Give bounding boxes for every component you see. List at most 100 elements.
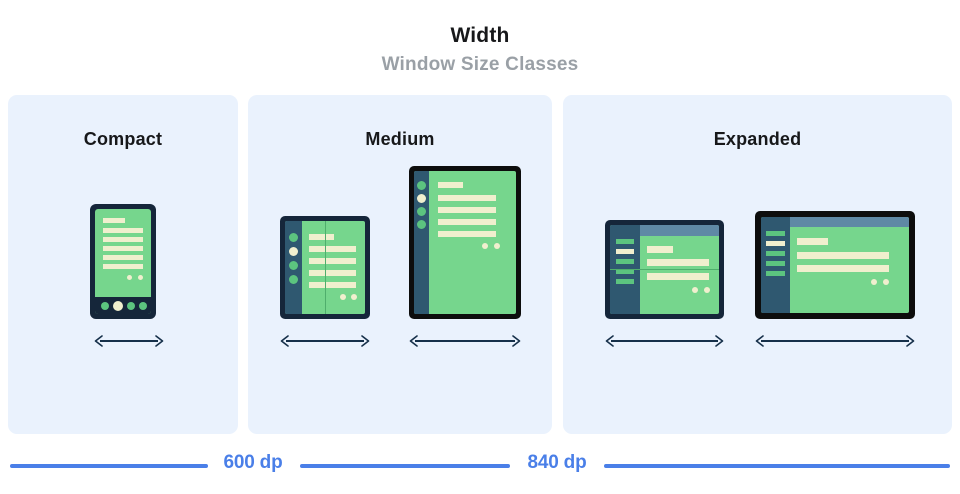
content-dot (704, 287, 710, 293)
drawer-item[interactable] (766, 251, 785, 256)
content-dot (351, 294, 357, 300)
arrow-head-left-icon (605, 335, 614, 347)
navigation-rail (414, 171, 429, 314)
rail-item-icon[interactable] (417, 207, 426, 216)
panel-expanded: Expanded (563, 95, 952, 434)
device-foldable-landscape (605, 220, 724, 319)
content-line (438, 231, 496, 237)
scale-line-segment (604, 464, 950, 468)
nav-item-icon[interactable] (127, 302, 135, 310)
panel-compact: Compact (8, 95, 238, 434)
tablet-screen (414, 171, 516, 314)
content-dot (494, 243, 500, 249)
content-line (103, 264, 143, 269)
panel-title-medium: Medium (365, 129, 435, 149)
bottom-navigation-bar (95, 297, 151, 314)
rail-item-icon[interactable] (289, 275, 298, 284)
breakpoint-label-840: 840 dp (527, 452, 587, 473)
content-line (309, 234, 334, 240)
device-tablet-portrait (409, 166, 521, 319)
content-line (438, 219, 496, 225)
arrow-head-right-icon (361, 335, 370, 347)
content-line (309, 270, 356, 276)
drawer-item[interactable] (766, 271, 785, 276)
panel-title-expanded: Expanded (713, 129, 802, 149)
phone-screen (95, 209, 151, 314)
content-line (647, 246, 673, 253)
width-arrow-tablet-landscape (755, 334, 915, 348)
arrow-shaft (286, 340, 364, 342)
content-dot (138, 275, 143, 280)
arrow-head-left-icon (280, 335, 289, 347)
drawer-item[interactable] (616, 269, 634, 274)
drawer-item[interactable] (616, 239, 634, 244)
fold-crease (325, 221, 326, 314)
device-phone-portrait (90, 204, 156, 319)
content-line (309, 258, 356, 264)
content-dot (340, 294, 346, 300)
content-line (438, 182, 463, 188)
width-arrow-foldable-landscape (605, 334, 724, 348)
nav-item-icon-selected[interactable] (113, 301, 123, 311)
drawer-item[interactable] (616, 259, 634, 264)
size-class-panels: Compact (0, 95, 960, 435)
content-line (103, 246, 143, 251)
content-dot (883, 279, 889, 285)
drawer-item[interactable] (766, 231, 785, 236)
content-line (647, 259, 709, 266)
arrow-head-right-icon (715, 335, 724, 347)
foldable-screen (285, 221, 365, 314)
navigation-drawer (761, 217, 790, 313)
nav-item-icon[interactable] (139, 302, 147, 310)
scale-line-segment (300, 464, 510, 468)
page-title: Width (450, 24, 510, 47)
content-line (647, 273, 709, 280)
content-dot (127, 275, 132, 280)
scale-line-segment (10, 464, 208, 468)
content-dot (871, 279, 877, 285)
arrow-head-right-icon (512, 335, 521, 347)
arrow-shaft (611, 340, 718, 342)
device-group-expanded (563, 164, 952, 434)
width-arrow-tablet-portrait (409, 334, 521, 348)
top-app-bar (640, 225, 719, 236)
arrow-shaft (100, 340, 158, 342)
breakpoint-scale: 600 dp 840 dp (0, 444, 960, 494)
rail-item-icon[interactable] (289, 233, 298, 242)
arrow-shaft (415, 340, 515, 342)
foldable-screen (610, 225, 719, 314)
content-line (797, 252, 889, 259)
rail-item-icon[interactable] (417, 220, 426, 229)
device-group-compact (8, 164, 238, 434)
panel-title-compact: Compact (83, 129, 163, 149)
panel-medium: Medium (248, 95, 552, 434)
content-line (309, 282, 356, 288)
arrow-head-left-icon (94, 335, 103, 347)
top-app-bar (790, 217, 909, 227)
drawer-item-selected[interactable] (766, 241, 785, 246)
content-line (103, 237, 143, 242)
rail-item-icon-selected[interactable] (289, 247, 298, 256)
drawer-item[interactable] (616, 279, 634, 284)
arrow-head-right-icon (155, 335, 164, 347)
width-arrow-compact (94, 334, 164, 348)
fold-crease (610, 269, 719, 270)
drawer-item[interactable] (766, 261, 785, 266)
content-line (438, 195, 496, 201)
nav-item-icon[interactable] (101, 302, 109, 310)
tablet-screen (761, 217, 909, 313)
arrow-head-left-icon (409, 335, 418, 347)
content-line (103, 228, 143, 233)
drawer-item-selected[interactable] (616, 249, 634, 254)
rail-item-icon[interactable] (289, 261, 298, 270)
content-dot (692, 287, 698, 293)
width-arrow-foldable-portrait (280, 334, 370, 348)
rail-item-icon[interactable] (417, 181, 426, 190)
rail-item-icon-selected[interactable] (417, 194, 426, 203)
arrow-head-left-icon (755, 335, 764, 347)
device-foldable-portrait (280, 216, 370, 319)
content-line (309, 246, 356, 252)
content-line (103, 218, 125, 223)
breakpoint-label-600: 600 dp (223, 452, 283, 473)
content-dot (482, 243, 488, 249)
